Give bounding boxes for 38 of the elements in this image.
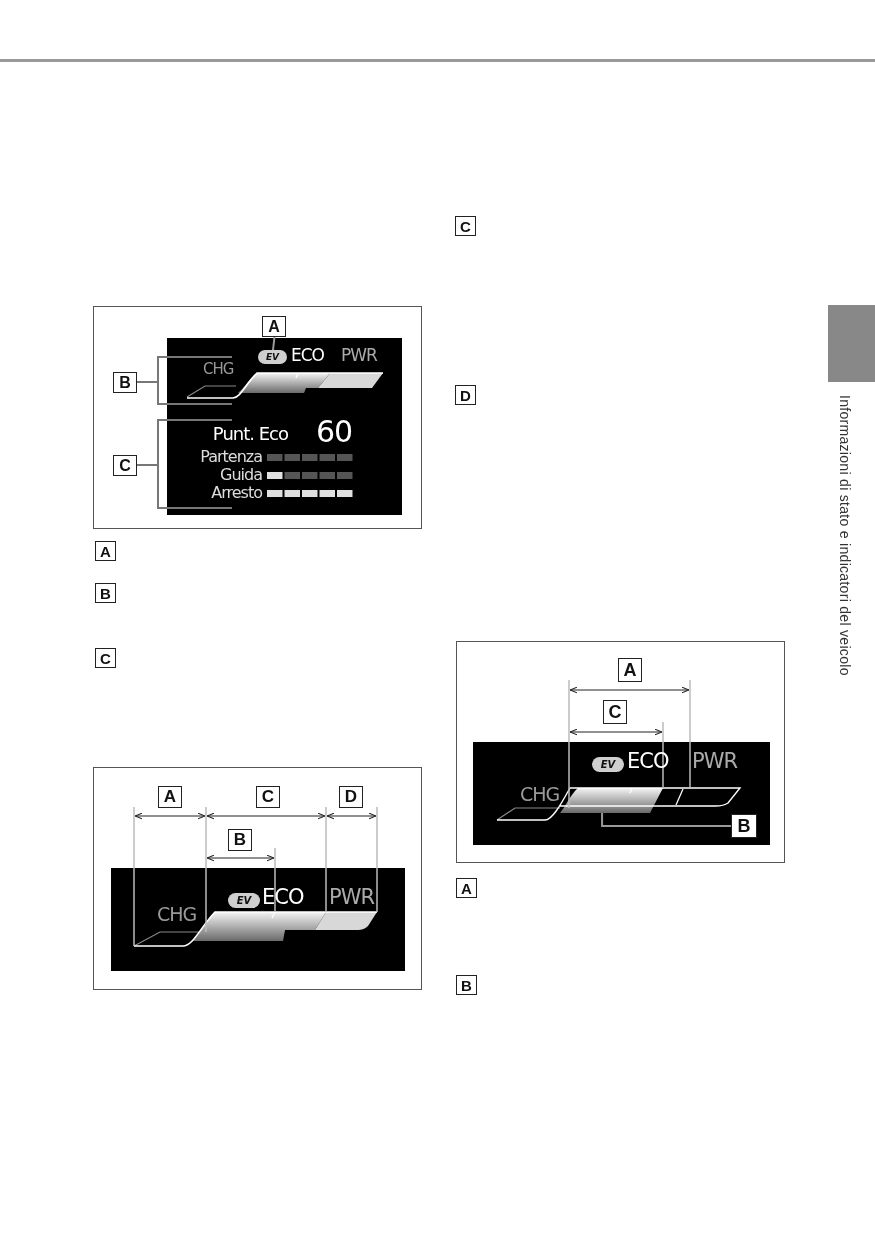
callout-letter: C (603, 700, 627, 724)
leader-line (271, 336, 275, 351)
score-label: Punt. Eco (211, 425, 288, 443)
display-label: CHG (203, 362, 234, 377)
score-label: Partenza (199, 449, 262, 465)
score-label: Arresto (210, 485, 262, 501)
display-label: PWR (329, 887, 375, 908)
callout-letter: B (228, 829, 252, 851)
callout-letter: C (113, 455, 137, 476)
display-label: ECO (627, 751, 669, 772)
ev-icon: EV (258, 350, 287, 364)
leader-line (601, 812, 732, 827)
callout-letter: B (456, 975, 477, 995)
callout-letter: D (339, 786, 363, 808)
callout-letter: A (456, 878, 477, 898)
callout-letter: B (113, 372, 137, 393)
display-label: ECO (291, 347, 324, 364)
callout-letter: B (731, 814, 757, 838)
callout-letter: A (158, 786, 182, 808)
section-title: Informazioni di stato e indicatori del veicolo (838, 395, 852, 676)
callout-letter: A (95, 541, 116, 561)
display-label: CHG (520, 785, 560, 804)
callout-letter: C (455, 216, 476, 236)
display-label: PWR (692, 751, 738, 772)
callout-letter: C (95, 648, 116, 668)
display-label: CHG (157, 905, 197, 924)
display-label: PWR (341, 347, 377, 364)
display-label: ECO (262, 887, 304, 908)
score-label: Guida (219, 467, 262, 483)
ev-icon: EV (228, 893, 260, 908)
callout-letter: B (95, 583, 116, 603)
callout-letter: A (262, 316, 286, 337)
callout-letter: A (618, 658, 642, 682)
section-tab (828, 305, 875, 382)
callout-letter: C (256, 786, 280, 808)
callout-letter: D (455, 385, 476, 405)
score-value: 60 (316, 417, 353, 447)
ev-icon: EV (592, 757, 624, 772)
